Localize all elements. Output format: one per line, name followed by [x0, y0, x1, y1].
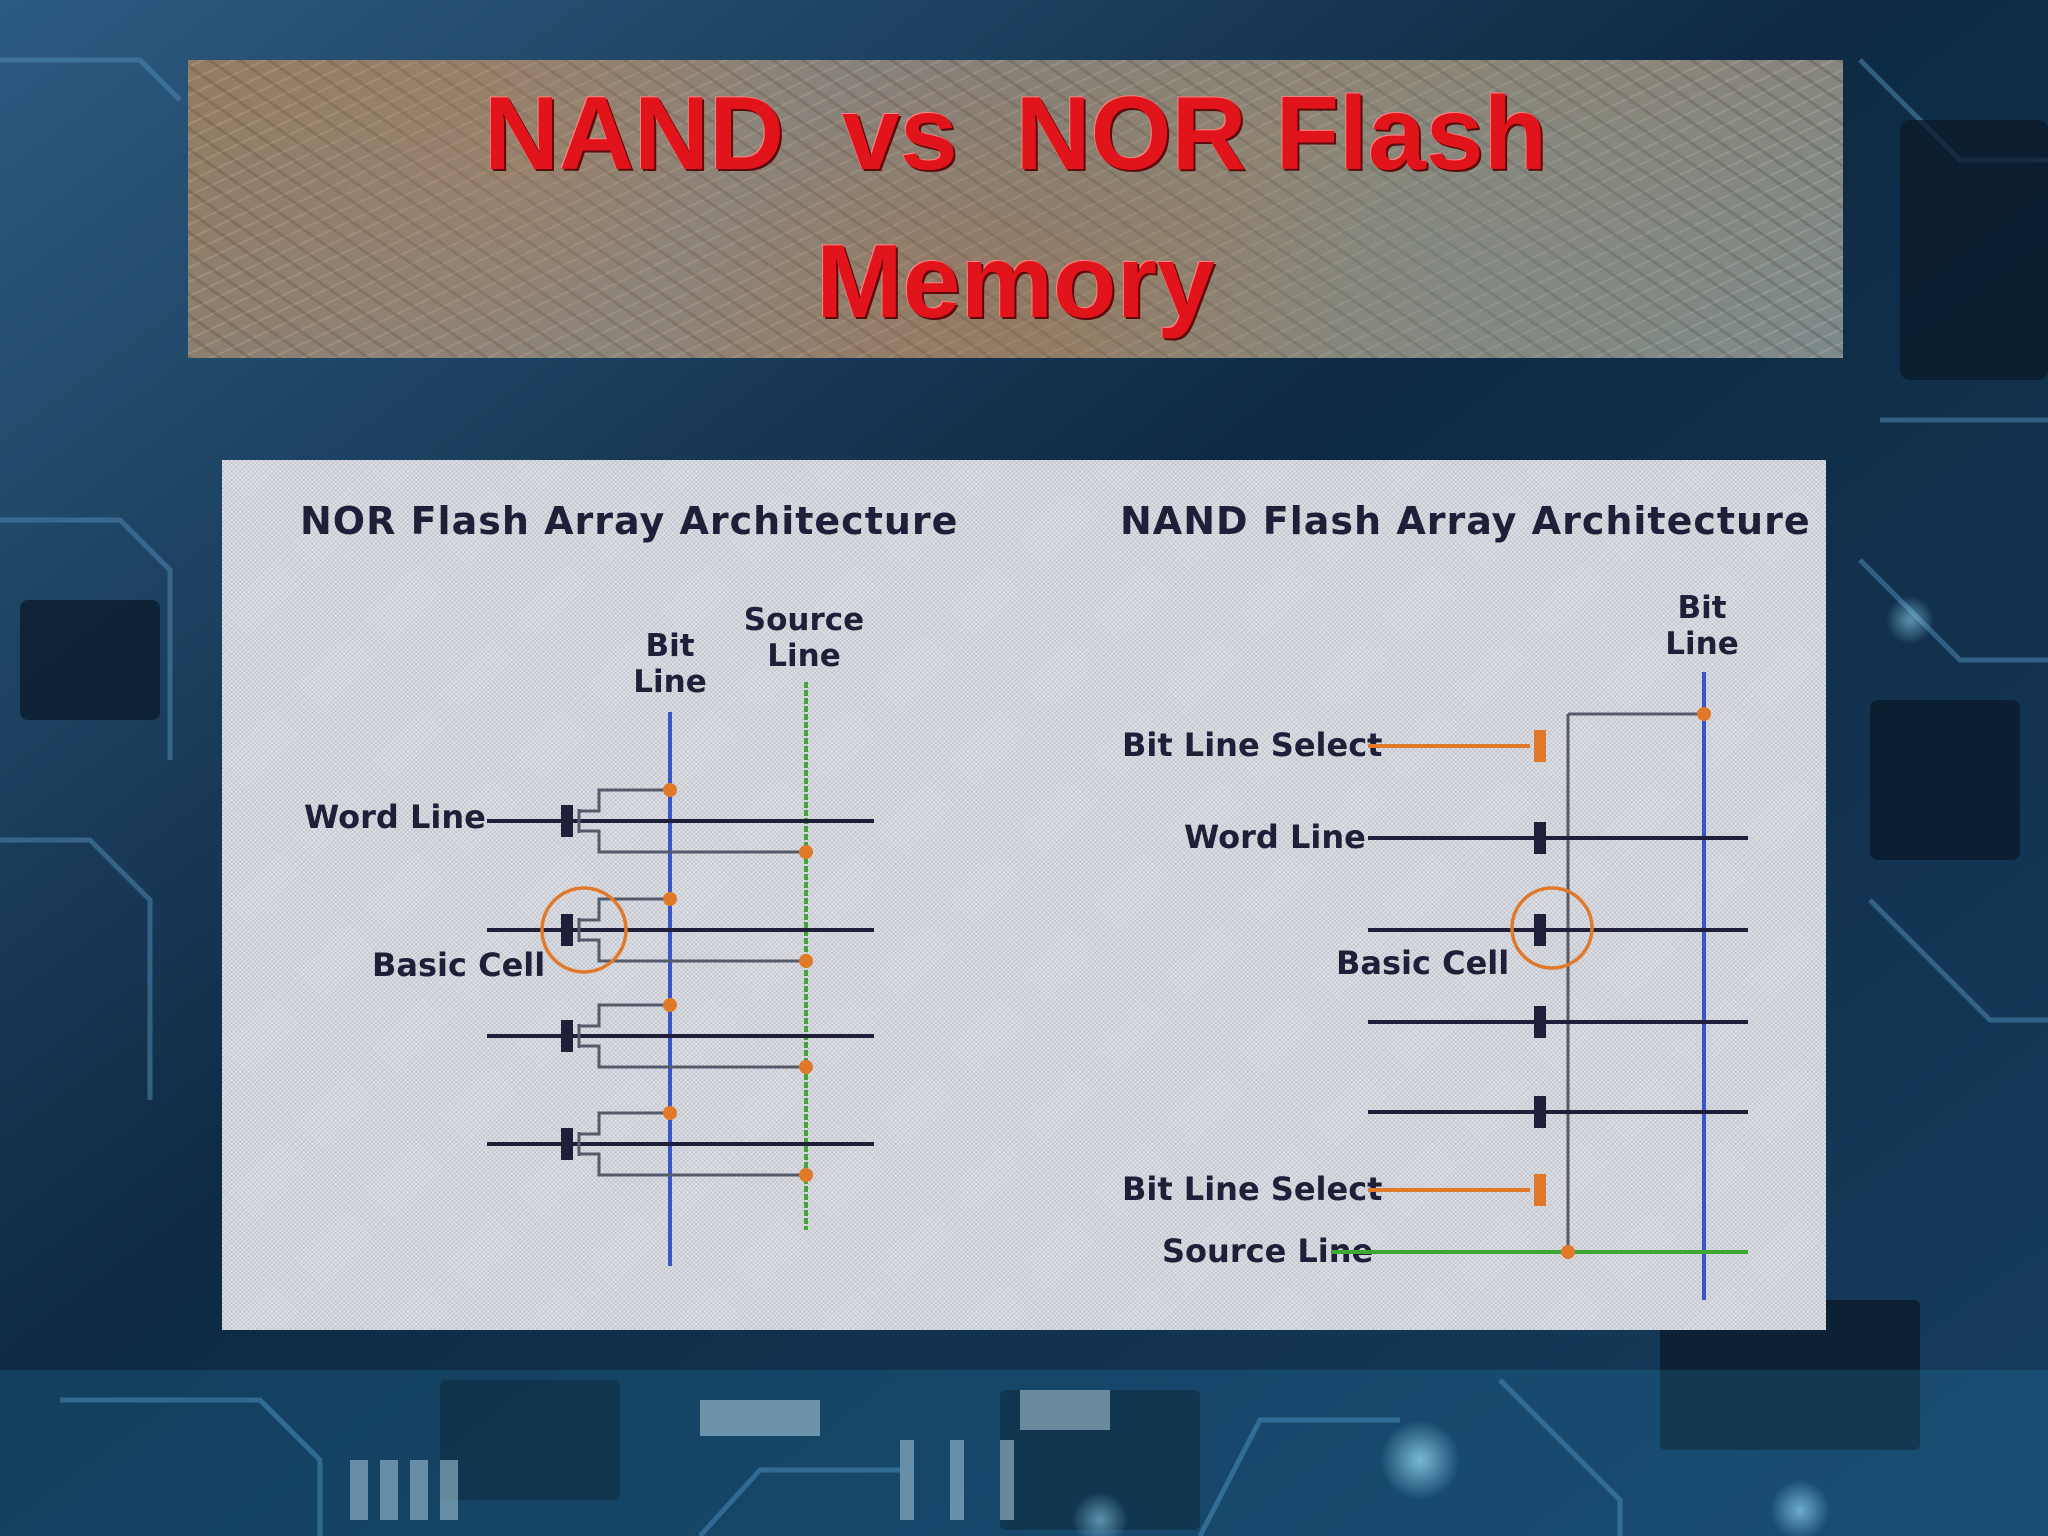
- nor-gate-2: [561, 914, 573, 946]
- nor-cell-1: [487, 783, 874, 859]
- nand-gate-3: [1534, 1006, 1546, 1038]
- nor-sourceline-contact-2: [799, 954, 813, 968]
- nor-gate-3: [561, 1020, 573, 1052]
- nor-bitline-contact-4: [663, 1106, 677, 1120]
- nor-transistor-4: [577, 1111, 806, 1177]
- nand-select-gate-bottom: [1534, 1174, 1546, 1206]
- nor-transistor-2: [577, 897, 806, 963]
- nor-source-line-label-2: Line: [767, 638, 840, 674]
- nor-sourceline-contact-3: [799, 1060, 813, 1074]
- nand-bit-line-select-bottom-label: Bit Line Select: [1122, 1170, 1382, 1208]
- title-line-2: Memory: [816, 224, 1215, 340]
- nand-bitline-contact: [1697, 707, 1711, 721]
- nor-diagram: NOR Flash Array Architecture Bit Line So…: [300, 499, 958, 1266]
- nand-heading: NAND Flash Array Architecture: [1120, 499, 1811, 543]
- nand-basic-cell-label: Basic Cell: [1336, 944, 1509, 982]
- nand-diagram: NAND Flash Array Architecture Bit Line B…: [1120, 499, 1811, 1300]
- nor-gate-4: [561, 1128, 573, 1160]
- architecture-diagram: NOR Flash Array Architecture Bit Line So…: [300, 499, 1811, 1300]
- nor-heading: NOR Flash Array Architecture: [300, 499, 958, 543]
- nor-source-line-label-1: Source: [744, 602, 864, 638]
- nor-cell-4: [487, 1106, 874, 1182]
- nor-cell-3: [487, 998, 874, 1074]
- nor-cell-2: [487, 886, 874, 974]
- nand-bit-line-select-top-label: Bit Line Select: [1122, 726, 1382, 764]
- nand-sourceline-contact: [1561, 1245, 1575, 1259]
- architecture-diagram-panel: NOR Flash Array Architecture Bit Line So…: [222, 460, 1826, 1330]
- title-line-1: NAND vs NOR Flash: [483, 76, 1548, 192]
- nand-bit-line-label-2: Line: [1665, 626, 1738, 662]
- nand-cell-string: [1566, 712, 1704, 1233]
- nor-bitline-contact-1: [663, 783, 677, 797]
- nor-transistor-1: [577, 788, 806, 854]
- nand-gate-1: [1534, 822, 1546, 854]
- nor-bitline-contact-2: [663, 892, 677, 906]
- nand-basic-cell-highlight: [1510, 886, 1594, 970]
- nor-sourceline-contact-4: [799, 1168, 813, 1182]
- title-banner: NAND vs NOR Flash Memory: [188, 60, 1843, 358]
- nand-gate-4: [1534, 1096, 1546, 1128]
- nor-bitline-contact-3: [663, 998, 677, 1012]
- nand-select-gate-top: [1534, 730, 1546, 762]
- nor-transistor-3: [577, 1003, 806, 1069]
- nor-sourceline-contact-1: [799, 845, 813, 859]
- nor-basic-cell-label: Basic Cell: [372, 946, 545, 984]
- nand-word-line-label: Word Line: [1184, 818, 1366, 856]
- nor-gate-1: [561, 805, 573, 837]
- nor-basic-cell-highlight: [540, 886, 628, 974]
- nand-gate-2: [1534, 914, 1546, 946]
- nor-bit-line-label-1: Bit: [645, 628, 694, 664]
- nor-bit-line-label-2: Line: [633, 664, 706, 700]
- nand-bit-line-label-1: Bit: [1677, 590, 1726, 626]
- nor-word-line-label: Word Line: [304, 798, 486, 836]
